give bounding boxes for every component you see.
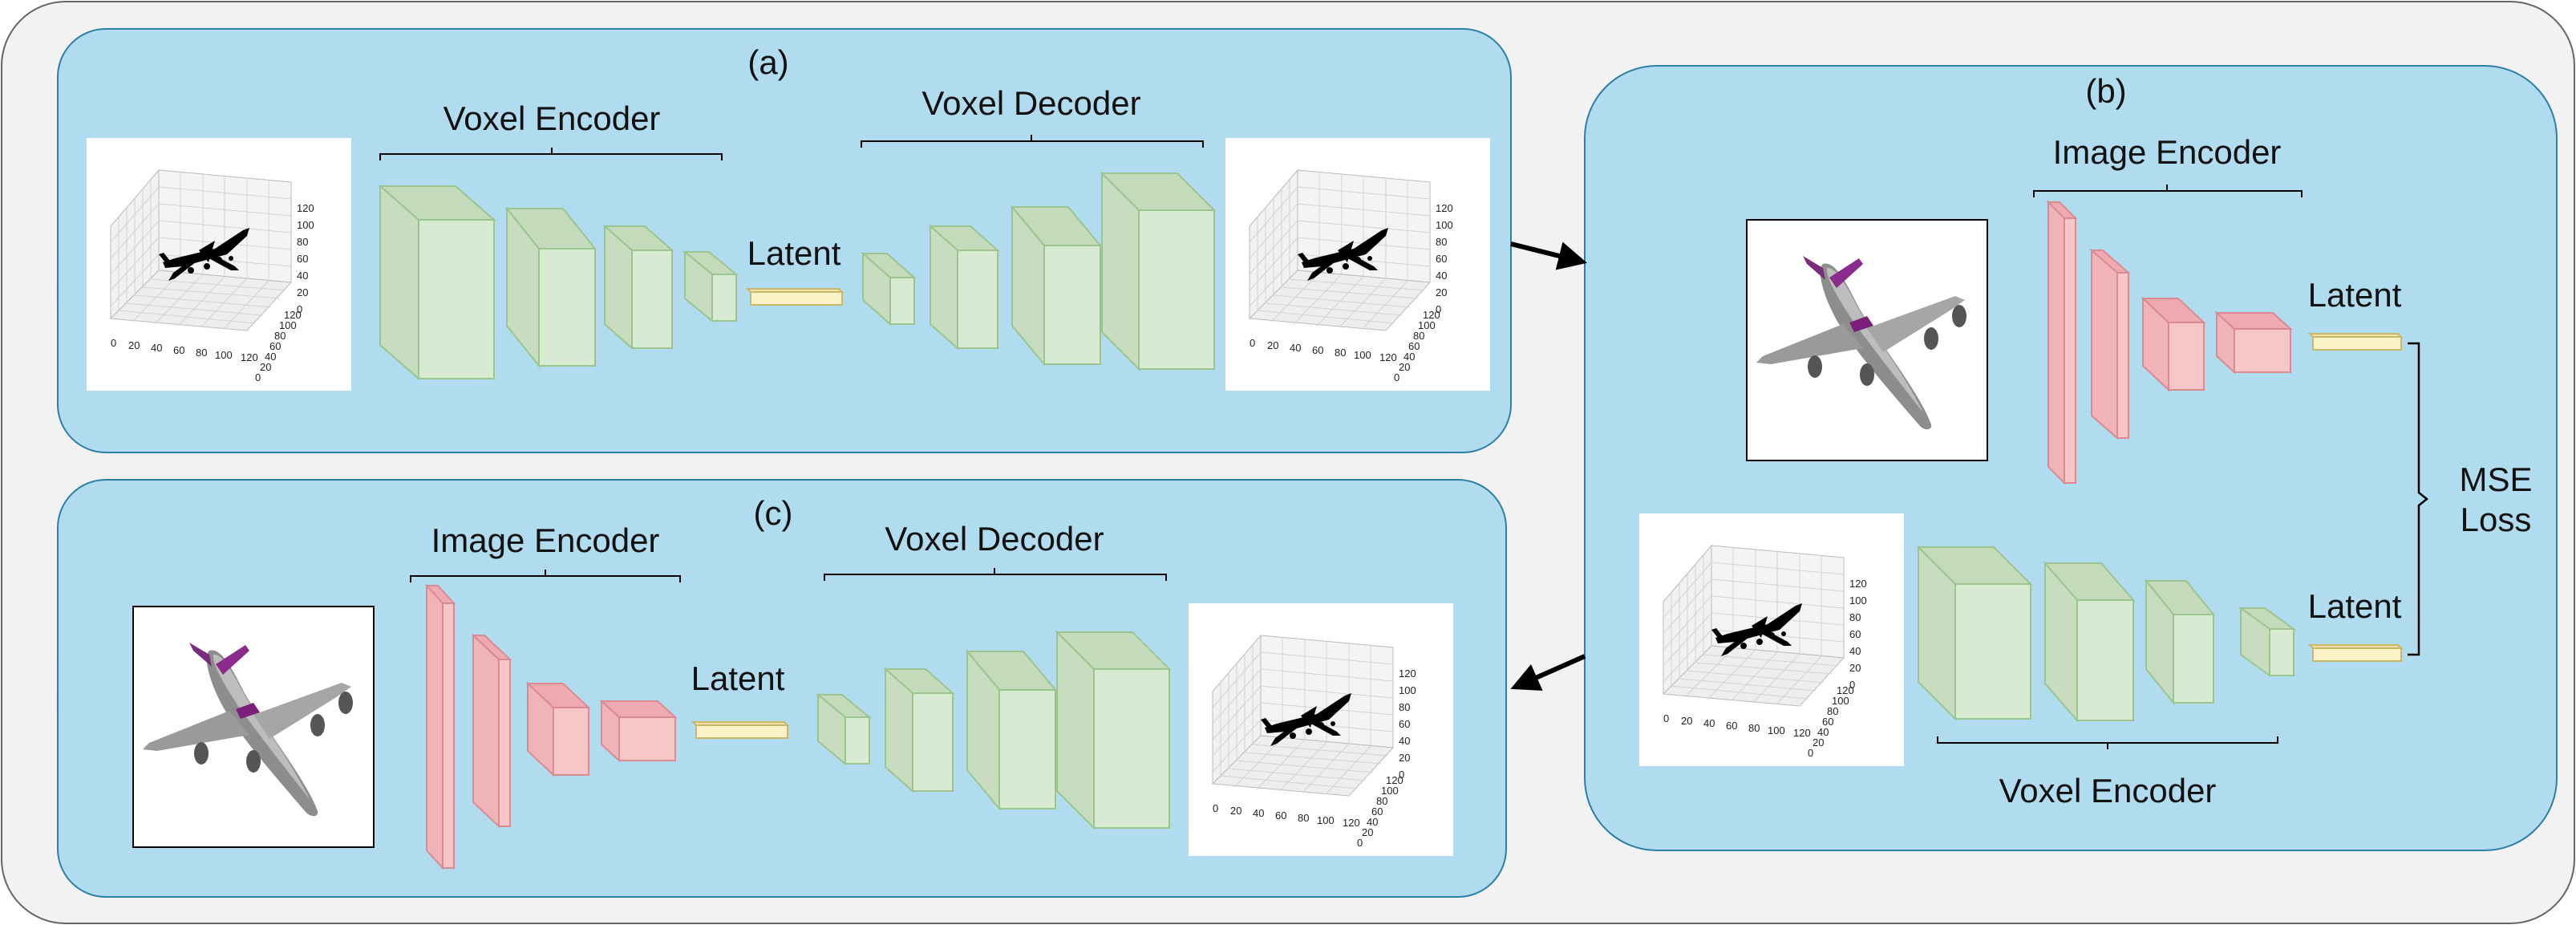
decoder-block-2 bbox=[883, 667, 955, 793]
image-block-3 bbox=[525, 681, 591, 777]
latent-block-b-bottom bbox=[2307, 644, 2404, 662]
image-block-2 bbox=[471, 633, 512, 829]
encoder-block-1 bbox=[1916, 545, 2033, 721]
image-encoder-blocks-c bbox=[424, 583, 678, 870]
image-block-1 bbox=[424, 583, 456, 870]
encoder-brace bbox=[379, 148, 723, 160]
panel-c-tag: (c) bbox=[754, 494, 793, 532]
voxel-encoder-label-b: Voxel Encoder bbox=[1999, 772, 2217, 809]
arrow-a-to-b bbox=[1510, 241, 1587, 270]
voxel-encoder-blocks-b bbox=[1916, 545, 2297, 723]
voxel-decoder-label: Voxel Decoder bbox=[921, 84, 1140, 122]
latent-block-c bbox=[691, 721, 790, 739]
image-block-2 bbox=[2089, 248, 2131, 440]
output-voxel-plot bbox=[1225, 137, 1491, 392]
decoder-block-4 bbox=[1055, 630, 1172, 830]
predicted-voxel-plot bbox=[1188, 602, 1454, 857]
panel-b-tag: (b) bbox=[2085, 72, 2126, 110]
mse-bracket bbox=[2408, 342, 2429, 656]
panel-a-tag: (a) bbox=[747, 43, 788, 81]
encoder-block-1 bbox=[378, 184, 496, 381]
image-encoder-label-b: Image Encoder bbox=[2053, 133, 2282, 171]
voxel-decoder-label-c: Voxel Decoder bbox=[885, 520, 1104, 558]
latent-label-a: Latent bbox=[747, 234, 841, 272]
training-voxel-plot bbox=[1638, 513, 1905, 767]
latent-block-b-top bbox=[2307, 333, 2404, 351]
voxel-encoder-label: Voxel Encoder bbox=[444, 99, 661, 137]
decoder-block-1 bbox=[861, 251, 917, 327]
image-encoder-label-c: Image Encoder bbox=[431, 521, 660, 559]
latent-block-a bbox=[745, 288, 844, 306]
encoder-block-2 bbox=[2043, 561, 2136, 723]
image-block-4 bbox=[599, 699, 678, 763]
image-block-4 bbox=[2214, 310, 2293, 375]
loss-label: Loss bbox=[2461, 501, 2532, 538]
decoder-block-1 bbox=[816, 692, 872, 766]
mse-label: MSE bbox=[2459, 460, 2532, 498]
panel-a: (a) Voxel Encoder Latent Voxel Decoder bbox=[57, 28, 1512, 453]
encoder-block-3 bbox=[2144, 578, 2216, 705]
encoder-block-3 bbox=[602, 224, 674, 351]
decoder-block-3 bbox=[1010, 205, 1103, 367]
voxel-decoder-brace-c bbox=[824, 568, 1167, 581]
decoder-block-4 bbox=[1100, 171, 1217, 371]
panel-c: (c) Image Encoder Latent Voxel Decoder bbox=[57, 479, 1507, 898]
image-block-1 bbox=[2046, 200, 2078, 485]
decoder-brace bbox=[861, 135, 1204, 148]
voxel-encoder-brace-b bbox=[1937, 736, 2278, 749]
encoder-block-4 bbox=[682, 250, 739, 323]
voxel-encoder-blocks bbox=[378, 184, 739, 381]
latent-label-b-top: Latent bbox=[2308, 276, 2402, 314]
decoder-block-2 bbox=[928, 224, 1000, 351]
encoder-block-2 bbox=[504, 206, 597, 368]
input-image bbox=[132, 606, 375, 848]
voxel-decoder-blocks-c bbox=[816, 630, 1172, 830]
decoder-block-3 bbox=[965, 649, 1058, 811]
voxel-decoder-blocks bbox=[861, 171, 1217, 371]
image-encoder-blocks-b bbox=[2046, 200, 2293, 485]
arrow-b-to-c bbox=[1510, 654, 1586, 691]
image-encoder-brace-b bbox=[2033, 185, 2303, 197]
latent-label-b-bottom: Latent bbox=[2308, 587, 2402, 625]
training-image bbox=[1746, 219, 1988, 461]
latent-label-c: Latent bbox=[691, 659, 785, 697]
panel-b: (b) Image Encoder Latent Latent bbox=[1584, 65, 2558, 851]
input-voxel-plot bbox=[86, 137, 352, 392]
image-block-3 bbox=[2141, 296, 2206, 392]
image-encoder-brace-c bbox=[410, 570, 681, 582]
encoder-block-4 bbox=[2238, 607, 2297, 677]
